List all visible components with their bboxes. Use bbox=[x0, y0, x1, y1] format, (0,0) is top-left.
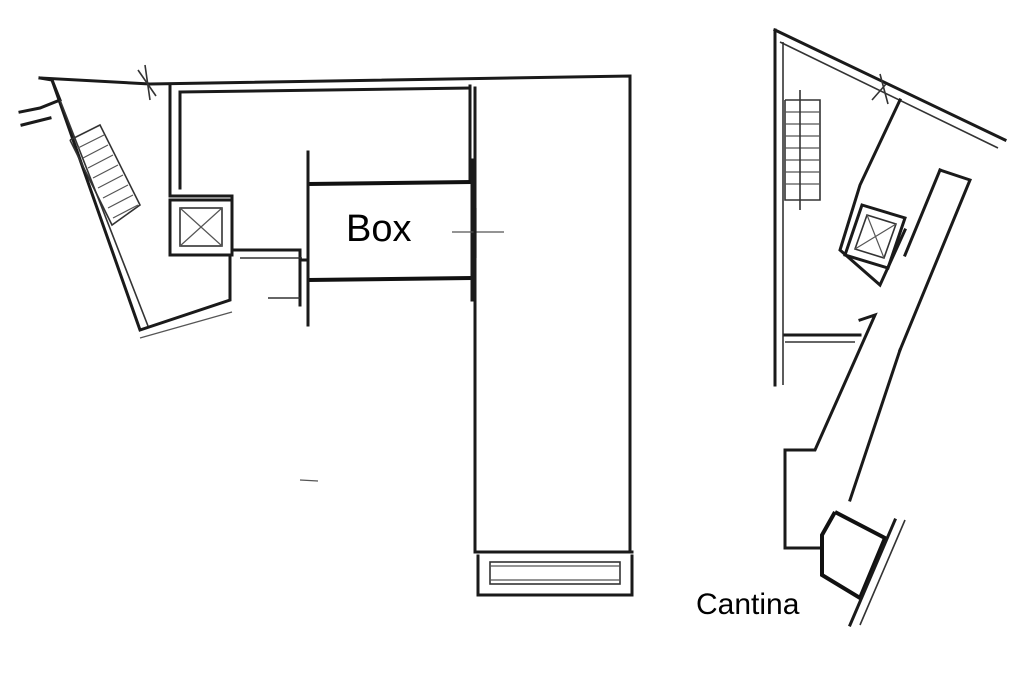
left-inner-room bbox=[168, 83, 472, 262]
left-long-corridor bbox=[473, 86, 634, 554]
right-floor-plan bbox=[772, 27, 1008, 627]
left-floor-plan bbox=[18, 64, 634, 597]
cantina-label: Cantina bbox=[696, 588, 800, 621]
right-diagonal-walls bbox=[783, 98, 972, 550]
right-elevator bbox=[843, 203, 907, 270]
right-staircase bbox=[784, 90, 821, 210]
left-elevator bbox=[168, 198, 234, 257]
cantina-room bbox=[820, 510, 906, 627]
right-outer-walls bbox=[772, 27, 1008, 387]
left-staircase bbox=[69, 123, 142, 227]
left-outer-walls bbox=[18, 64, 632, 554]
left-bottom-balcony bbox=[476, 554, 634, 597]
box-label: Box bbox=[346, 208, 412, 250]
